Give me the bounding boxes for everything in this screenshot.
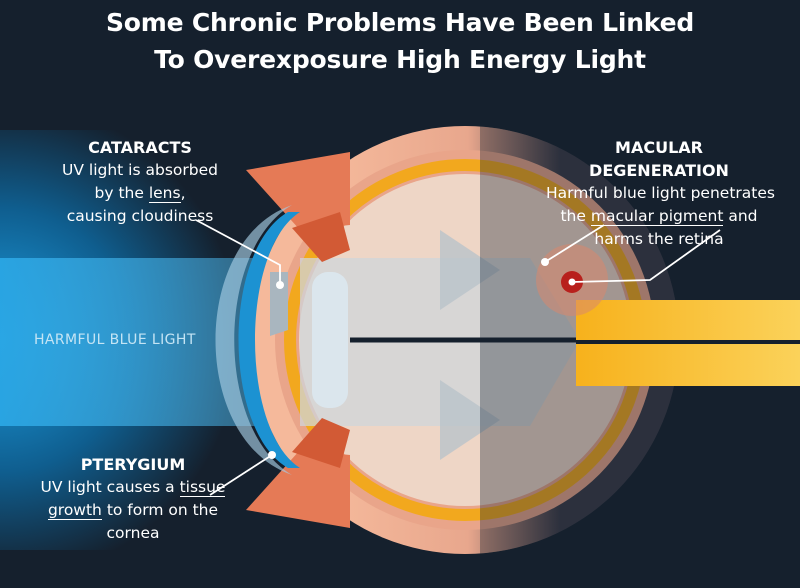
ciliary-top xyxy=(246,152,350,230)
cataracts-line-2-pre: by the xyxy=(94,184,149,202)
cataracts-line-3: causing cloudiness xyxy=(66,207,214,225)
beam-arrow-bottom xyxy=(440,380,500,460)
cataracts-heading: CATARACTS xyxy=(88,138,192,157)
beam-arrow-top xyxy=(440,230,500,310)
macular-leader-b xyxy=(571,229,721,283)
macular-line-3: harms the retina xyxy=(594,230,724,248)
iris-top xyxy=(292,212,350,262)
pterygium-caption: PTERYGIUM UV light causes a tissue growt… xyxy=(22,453,244,545)
cataract-leader xyxy=(195,219,281,285)
pterygium-heading: PTERYGIUM xyxy=(80,455,186,474)
cornea xyxy=(238,212,300,468)
ciliary-bottom xyxy=(246,450,350,528)
pterygium-dot xyxy=(268,451,276,459)
pterygium-line-2-post: to form on the xyxy=(101,501,219,519)
pterygium-line-3: cornea xyxy=(106,524,160,542)
lens xyxy=(312,272,348,408)
macular-dot-a xyxy=(541,258,549,266)
tissue-term: tissue xyxy=(179,478,226,497)
blue-light-label: HARMFUL BLUE LIGHT xyxy=(34,332,196,348)
title-line-1: Some Chronic Problems Have Been Linked xyxy=(105,8,695,37)
macular-leader-a xyxy=(544,224,605,263)
title-line-2: To Overexposure High Energy Light xyxy=(154,45,646,74)
cataracts-line-2-post: , xyxy=(180,184,186,202)
pterygium-leader xyxy=(209,454,273,496)
growth-term: growth xyxy=(47,501,102,520)
lens-term: lens xyxy=(148,184,181,203)
macular-caption: MACULAR DEGENERATION Harmful blue light … xyxy=(546,136,775,251)
macular-line-1: Harmful blue light penetrates xyxy=(546,184,775,202)
cataracts-caption: CATARACTS UV light is absorbed by the le… xyxy=(50,136,230,228)
macular-line-2-pre: the xyxy=(560,207,591,225)
cornea-bulge xyxy=(215,205,292,475)
macular-line-2-post: and xyxy=(723,207,758,225)
macular-pigment-term: macular pigment xyxy=(590,207,724,226)
cataract-patch xyxy=(270,272,288,336)
cataracts-line-1: UV light is absorbed xyxy=(62,161,218,179)
cataract-dot xyxy=(276,281,284,289)
macular-heading: MACULAR DEGENERATION xyxy=(589,138,729,180)
pterygium-line-1-pre: UV light causes a xyxy=(40,478,180,496)
iris-bottom xyxy=(292,418,350,468)
macular-dot-b xyxy=(568,278,576,286)
